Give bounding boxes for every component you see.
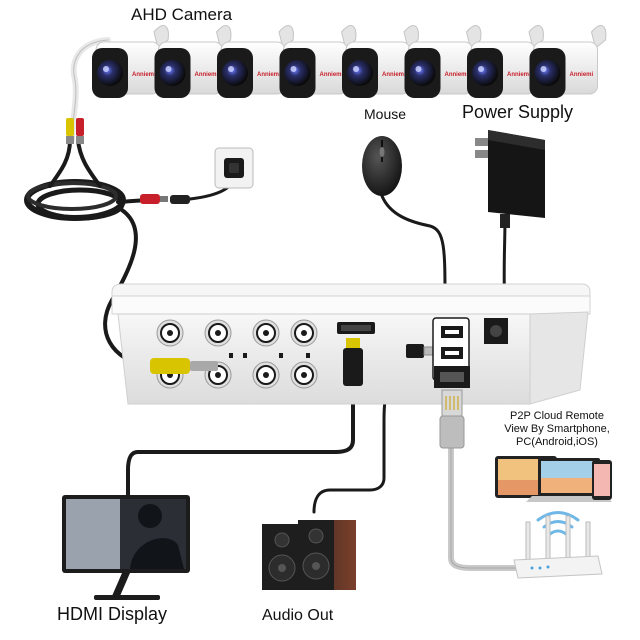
rj45-plug (439, 389, 465, 449)
monitor-icon (62, 495, 190, 600)
camera-brand-label: Anniemi (320, 72, 344, 78)
power-adapter-icon (475, 130, 545, 228)
camera-brand-label: Anniemi (382, 72, 406, 78)
wall-outlet-icon (214, 147, 254, 189)
camera-icon: Anniemi (279, 25, 357, 98)
smartphone-icon (592, 460, 612, 500)
mouse-icon (362, 136, 402, 196)
mouse-cable (380, 194, 447, 302)
camera-pigtail-connectors (66, 118, 84, 144)
label-power-supply: Power Supply (462, 102, 574, 122)
camera-icon: Anniemi (529, 25, 607, 98)
camera-icon: Anniemi (154, 25, 232, 98)
label-p2p-remote: P2P Cloud Remote View By Smartphone, PC(… (492, 410, 622, 449)
dvr-port-dots (229, 353, 310, 358)
hdmi-port (337, 322, 375, 334)
bnc-port (252, 319, 280, 347)
wifi-icon (536, 511, 580, 536)
p2p-line-3: PC(Android,iOS) (516, 436, 598, 448)
camera-brand-label: Anniemi (507, 72, 531, 78)
camera-icon: Anniemi (342, 25, 419, 98)
bnc-port (156, 319, 184, 347)
cables (24, 37, 523, 571)
camera-icon: Anniemi (467, 25, 544, 98)
camera-icon: Anniemi (92, 25, 169, 98)
label-mouse: Mouse (364, 106, 407, 122)
camera-icon: Anniemi (404, 25, 482, 98)
power-jack (484, 318, 508, 344)
usb-ports (432, 317, 470, 381)
camera-brand-label: Anniemi (445, 72, 469, 78)
camera-row: Anniemi Anniemi Anniemi Anniemi Anniemi Annie… (92, 25, 607, 98)
hdmi-plug (343, 338, 363, 386)
laptop-icon (526, 458, 612, 502)
camera-brand-label: Anniemi (570, 72, 594, 78)
bnc-port (290, 319, 318, 347)
speaker-icon (262, 520, 356, 590)
label-audio-out: Audio Out (262, 607, 334, 624)
bnc-port (290, 361, 318, 389)
dc-power-connector (140, 194, 190, 204)
label-ahd-camera: AHD Camera (131, 5, 233, 24)
label-hdmi-display: HDMI Display (57, 604, 168, 624)
bnc-plug-yellow (150, 358, 218, 374)
lan-port (434, 366, 470, 388)
hdmi-cable (126, 384, 355, 507)
camera-brand-label: Anniemi (195, 72, 219, 78)
bnc-port (204, 319, 232, 347)
router-icon (513, 515, 603, 579)
camera-brand-label: Anniemi (257, 72, 281, 78)
p2p-line-1: P2P Cloud Remote (510, 410, 604, 422)
camera-brand-label: Anniemi (132, 72, 156, 78)
camera-icon: Anniemi (217, 25, 294, 98)
bnc-port (252, 361, 280, 389)
p2p-line-2: View By Smartphone, (504, 423, 610, 435)
